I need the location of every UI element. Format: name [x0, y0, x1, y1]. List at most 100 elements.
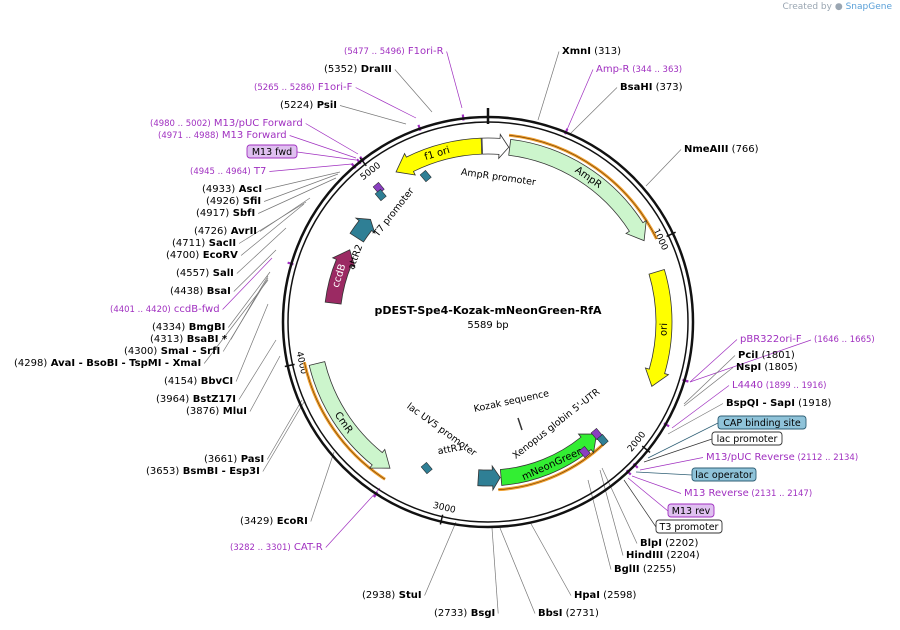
enzyme-label[interactable]: (4154) BbvCI [164, 376, 233, 387]
primer-label[interactable]: L4440 (1899 .. 1916) [732, 380, 826, 391]
enzyme-label[interactable]: (4917) SbfI [196, 208, 255, 219]
label-position: (1899 .. 1916) [763, 381, 826, 391]
enzyme-label[interactable]: BsaHI (373) [620, 82, 683, 93]
enzyme-label[interactable]: PciI (1801) [738, 350, 795, 361]
enzyme-label[interactable]: (4557) SalI [176, 268, 234, 279]
label-position: (2202) [662, 538, 699, 549]
enzyme-label[interactable]: BspQI - SapI (1918) [726, 398, 831, 409]
enzyme-label[interactable]: (3661) PasI [204, 454, 264, 465]
enzyme-label[interactable]: (4313) BsaBI * [150, 334, 228, 345]
feature-box-label[interactable]: lac promoter [711, 431, 783, 446]
label-name: BsmBI [179, 466, 218, 477]
callout-line [222, 257, 273, 310]
enzyme-label[interactable]: XmnI (313) [562, 46, 621, 57]
enzyme-label[interactable]: HindIII (2204) [626, 550, 700, 561]
label-position: (4917) [196, 208, 229, 219]
label-position: F1ori-F [315, 82, 353, 93]
enzyme-label[interactable]: (5224) PsiI [280, 100, 337, 111]
enzyme-label[interactable]: (3653) BsmBI - Esp3I [146, 466, 260, 477]
feature-box-text: CAP binding site [723, 418, 801, 429]
primer-label[interactable]: (4980 .. 5002) M13/pUC Forward [150, 118, 303, 129]
label-name: AvaI [47, 358, 75, 369]
enzyme-label[interactable]: NmeAIII (766) [684, 144, 759, 155]
enzyme-label[interactable]: HpaI (2598) [574, 590, 637, 601]
feature-ampr[interactable] [508, 138, 647, 242]
feature-box-label[interactable]: M13 rev [667, 503, 715, 518]
enzyme-label[interactable]: (3876) MluI [186, 406, 247, 417]
enzyme-label[interactable]: (4298) AvaI - BsoBI - TspMI - XmaI [14, 358, 201, 369]
enzyme-label[interactable]: (4926) SfiI [206, 196, 261, 207]
enzyme-label[interactable]: (4438) BsaI [170, 286, 231, 297]
enzyme-label[interactable]: (2938) StuI [362, 590, 422, 601]
enzyme-label[interactable]: (4726) AvrII [194, 226, 257, 237]
feature-box-label[interactable]: lac operator [691, 467, 757, 482]
callout-line [446, 51, 463, 109]
label-name: TspMI [129, 358, 161, 369]
label-name: BspQI [726, 398, 759, 409]
enzyme-label[interactable]: NspI (1805) [736, 362, 798, 373]
callout-line [263, 173, 339, 202]
primer-label[interactable]: pBR322ori-F [740, 334, 802, 345]
label-position: (2112 .. 2134) [795, 453, 858, 463]
enzyme-label[interactable]: (4334) BmgBI [152, 322, 225, 333]
enzyme-label[interactable]: BbsI (2731) [538, 608, 599, 619]
label-position: (5224) [280, 100, 313, 111]
feature-f1-ori[interactable] [395, 137, 483, 176]
inner-feature-label: Kozak sequence [473, 388, 550, 415]
primer-label[interactable]: Amp-R (344 .. 363) [596, 64, 682, 75]
label-position: (3964) [156, 394, 189, 405]
callout-line [339, 105, 407, 125]
label-position: (2938) [362, 590, 395, 601]
enzyme-label[interactable]: BglII (2255) [614, 564, 676, 575]
label-position: (1801) [758, 350, 795, 361]
label-name: HpaI [574, 590, 600, 601]
feature-box-label[interactable]: M13 fwd [246, 144, 298, 159]
callout-line [599, 469, 624, 556]
feature-ori[interactable] [644, 269, 673, 387]
enzyme-label[interactable]: (4700) EcoRV [166, 250, 238, 261]
callout-line [667, 403, 724, 435]
label-name: SfiI [239, 196, 261, 207]
primer-label[interactable]: (3282 .. 3301) CAT-R [230, 542, 323, 553]
snapgene-logo-icon: ● [834, 2, 843, 12]
feature-attr1[interactable] [477, 464, 501, 492]
label-position: (4438) [170, 286, 203, 297]
primer-label[interactable]: (4945 .. 4964) T7 [190, 166, 266, 177]
feature-attr2[interactable] [349, 217, 376, 243]
inner-feature-label: attR1 [437, 442, 464, 457]
label-name: EcoRV [199, 250, 238, 261]
feature-box-label[interactable]: CAP binding site [717, 415, 807, 430]
feature-ccdb[interactable] [324, 249, 356, 305]
callout-line [235, 303, 269, 382]
feature-box-label[interactable]: T3 promoter [655, 519, 723, 534]
label-position: (4298) [14, 358, 47, 369]
primer-label[interactable]: M13/pUC Reverse (2112 .. 2134) [706, 452, 858, 463]
label-position: (1646 .. 1665) [814, 335, 875, 345]
feature-ampr-promoter[interactable] [481, 133, 510, 160]
enzyme-label[interactable]: (2733) BsgI [434, 608, 495, 619]
enzyme-label[interactable]: BlpI (2202) [640, 538, 698, 549]
enzyme-label[interactable]: (5352) DraIII [324, 64, 392, 75]
enzyme-label[interactable]: (3429) EcoRI [240, 516, 308, 527]
label-position: (1918) [795, 398, 832, 409]
primer-label[interactable]: (5265 .. 5286) F1ori-F [254, 82, 353, 93]
primer-label[interactable]: (4971 .. 4988) M13 Forward [158, 130, 287, 141]
label-name: SacII [205, 238, 236, 249]
callout-line [683, 355, 736, 405]
enzyme-label[interactable]: (4711) SacII [172, 238, 236, 249]
feature-box [691, 467, 757, 482]
primer-label[interactable]: M13 Reverse (2131 .. 2147) [684, 488, 812, 499]
feature-cmr[interactable] [308, 361, 391, 469]
enzyme-label[interactable]: (4300) SmaI - SrfI [124, 346, 220, 357]
label-name: XmnI [562, 46, 591, 57]
feature-mneongreen[interactable] [499, 433, 598, 486]
callout-line [203, 279, 269, 364]
callout-line [265, 171, 341, 190]
enzyme-label[interactable]: (4933) AscI [202, 184, 262, 195]
primer-label[interactable]: (5477 .. 5496) F1ori-R [344, 46, 444, 57]
label-name: PsiI [313, 100, 337, 111]
primer-label[interactable]: (4401 .. 4420) ccdB-fwd [110, 304, 220, 315]
callout-line [289, 135, 357, 159]
enzyme-label[interactable]: (3964) BstZ17I [156, 394, 236, 405]
primer-label[interactable]: (1646 .. 1665) [814, 335, 875, 345]
